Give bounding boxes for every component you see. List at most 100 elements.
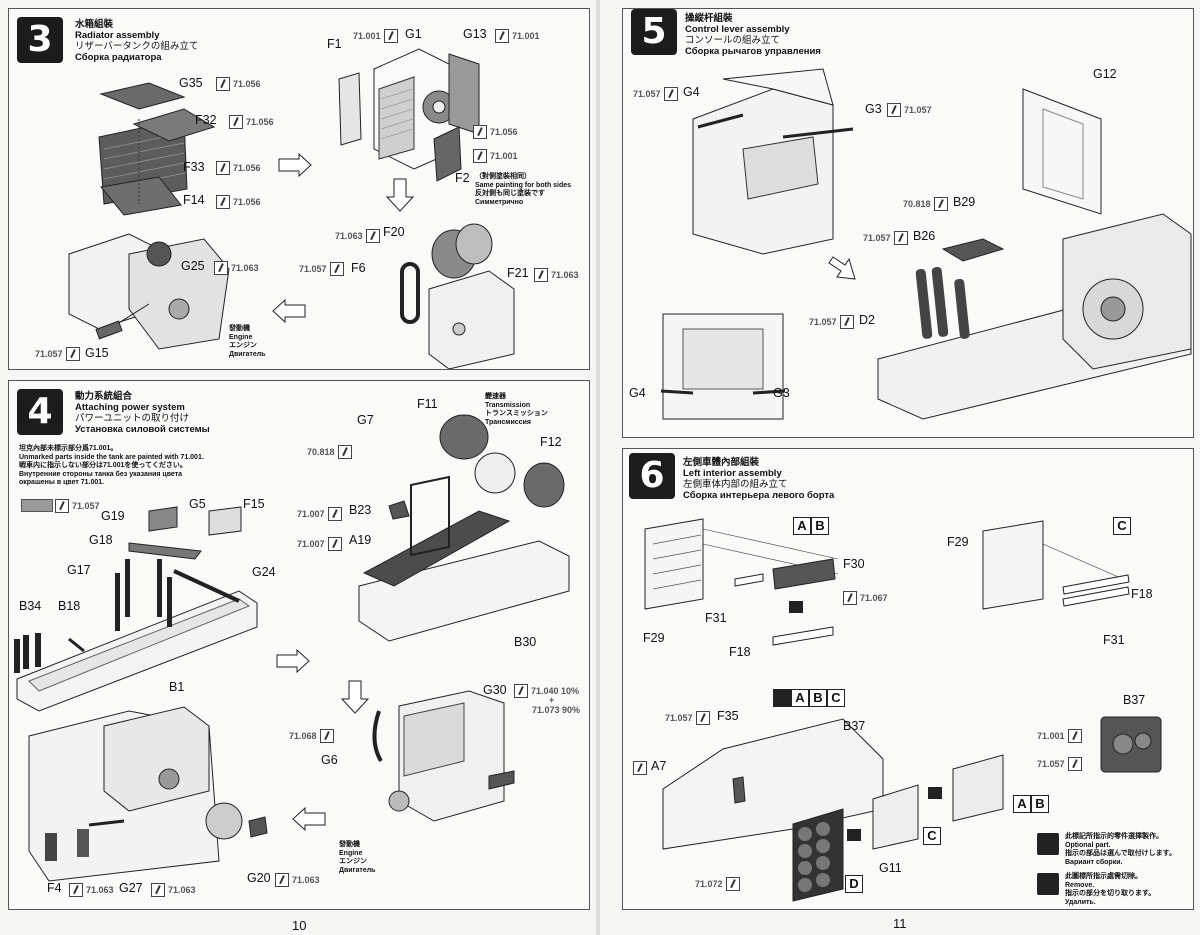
paint-swatch — [21, 499, 53, 512]
variant-b-badge: B — [809, 689, 827, 707]
paint-ref: 71.072 — [695, 877, 740, 891]
paint-ref: 71.057 — [55, 499, 100, 513]
part-label-a7: A7 — [651, 759, 667, 773]
legend-optional-text: 此標記所指示的零件選擇製作。 Optional part. 指示の部品は選んで取… — [1065, 833, 1176, 866]
paint-ref: 71.063 — [214, 261, 259, 275]
remove-icon — [1037, 873, 1059, 895]
paint-ref: 70.818 — [903, 197, 948, 211]
step-number: 6 — [629, 453, 675, 499]
f2-note: （對側塗裝相同） Same painting for both sides 反対… — [475, 173, 572, 206]
legend-optional: 此標記所指示的零件選擇製作。 Optional part. 指示の部品は選んで取… — [1037, 833, 1176, 867]
variant-a-badge: A — [791, 689, 809, 707]
title-jp: コンソールの組み立て — [685, 35, 781, 46]
part-label-f4: F4 — [47, 881, 62, 895]
power-system-illustration — [14, 414, 570, 882]
step-title: 左側車體內部組裝 Left interior assembly 左側車体内部の組… — [683, 457, 834, 501]
part-label-b26: B26 — [913, 229, 936, 243]
part-label-g18: G18 — [89, 533, 113, 547]
paint-icon — [633, 761, 647, 775]
paint-icon — [229, 115, 243, 129]
part-label-d2: D2 — [859, 313, 875, 327]
paint-icon — [329, 262, 344, 276]
paint-ref: 71.063 — [69, 883, 114, 897]
part-label-g30: G30 — [483, 683, 507, 697]
title-en: Left interior assembly — [683, 468, 782, 479]
paint-ref: 71.057 — [863, 231, 908, 245]
paint-icon — [337, 445, 352, 459]
paint-ref: 71.057 — [887, 103, 932, 117]
part-label-g12: G12 — [1093, 67, 1117, 81]
paint-ref: 71.056 — [473, 125, 518, 139]
paint-plus: + — [549, 695, 555, 705]
paint-icon — [1067, 729, 1082, 743]
part-label-f21: F21 — [507, 266, 529, 280]
paint-ref: 71.056 — [216, 161, 261, 175]
title-en: Control lever assembly — [685, 24, 790, 35]
part-label-g24: G24 — [252, 565, 276, 579]
paint-icon — [151, 883, 165, 897]
part-label-g35: G35 — [179, 76, 203, 90]
unmarked-parts-note: 坦克內部未標示部分爲71.001。 Unmarked parts inside … — [19, 445, 204, 486]
variant-c-badge: C — [827, 689, 845, 707]
paint-ref: 71.001 — [473, 149, 518, 163]
part-label-g6: G6 — [321, 753, 338, 767]
step-number: 3 — [17, 17, 63, 63]
part-label-g25: G25 — [181, 259, 205, 273]
paint-icon — [473, 125, 487, 139]
variant-c-badge: C — [923, 827, 941, 845]
title-jp: パワーユニットの取り付け — [75, 413, 190, 424]
variant-a-badge: A — [1013, 795, 1031, 813]
part-label-g13: G13 — [463, 27, 487, 41]
title-en: Radiator assembly — [75, 30, 160, 41]
part-label-f1: F1 — [327, 37, 342, 51]
title-cn: 水箱組裝 — [75, 19, 114, 30]
paint-icon — [473, 149, 487, 163]
paint-icon — [495, 29, 509, 43]
paint-ref: 71.056 — [216, 77, 261, 91]
paint-ref: 70.818 — [307, 445, 352, 459]
paint-icon — [216, 161, 230, 175]
paint-ref: 71.073 90% — [532, 705, 581, 715]
part-label-f35: F35 — [717, 709, 739, 723]
part-label-g3-bottom: G3 — [773, 386, 790, 400]
part-label-b23: B23 — [349, 503, 372, 517]
paint-icon — [319, 729, 334, 743]
transmission-label: 變速器 Transmission トランスミッション Трансмиссия — [485, 393, 548, 426]
title-ru: Установка силовой системы — [75, 424, 210, 435]
paint-ref: 71.057 — [633, 87, 678, 101]
paint-icon — [695, 711, 710, 725]
part-label-g20: G20 — [247, 871, 271, 885]
variant-a-badge: A — [793, 517, 811, 535]
part-label-b30: B30 — [514, 635, 537, 649]
paint-icon — [55, 499, 69, 513]
paint-ref: 71.057 — [35, 347, 80, 361]
paint-icon — [365, 229, 380, 243]
control-lever-illustration — [660, 68, 1192, 420]
part-label-b34: B34 — [19, 599, 42, 613]
part-label-f6: F6 — [351, 261, 366, 275]
part-label-g4-bottom: G4 — [629, 386, 646, 400]
part-label-g27: G27 — [119, 881, 143, 895]
paint-ref: 71.056 — [229, 115, 274, 129]
part-label-f18-c: F18 — [1131, 587, 1153, 601]
part-label-f12: F12 — [540, 435, 562, 449]
paint-icon — [514, 684, 528, 698]
paint-icon — [65, 347, 80, 361]
part-label-b29: B29 — [953, 195, 976, 209]
part-label-f30: F30 — [843, 557, 865, 571]
paint-icon — [216, 77, 230, 91]
paint-ref: 71.057 — [809, 315, 854, 329]
paint-icon — [534, 268, 548, 282]
step-6-panel: 6 左側車體內部組裝 Left interior assembly 左側車体内部… — [622, 448, 1194, 910]
paint-icon — [327, 537, 342, 551]
part-label-g5: G5 — [189, 497, 206, 511]
paint-icon — [933, 197, 948, 211]
title-jp: 左側車体内部の組み立て — [683, 479, 788, 490]
title-cn: 操縦杆組裝 — [685, 13, 733, 24]
part-label-b1: B1 — [169, 680, 185, 694]
paint-ref: 71.068 — [289, 729, 334, 743]
part-label-b37-detail: B37 — [1123, 693, 1146, 707]
part-label-b37: B37 — [843, 719, 866, 733]
step-3-panel: 3 水箱組裝 Radiator assembly リザーバータンクの組み立て С… — [8, 8, 590, 370]
part-label-f31-c: F31 — [1103, 633, 1125, 647]
